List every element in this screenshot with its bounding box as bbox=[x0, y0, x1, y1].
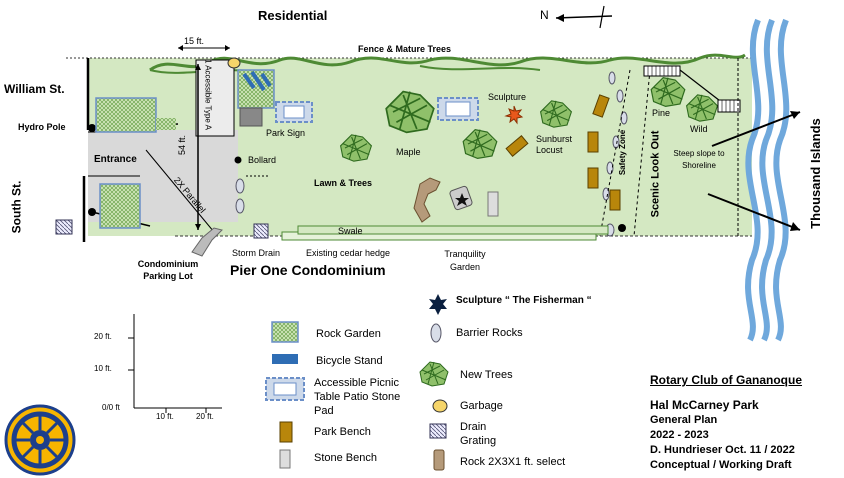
dimension-54ft: 54 ft. bbox=[177, 134, 188, 156]
wild-label: Wild bbox=[690, 124, 708, 134]
legend-bicycle-swatch bbox=[272, 354, 298, 364]
plan-status: Conceptual / Working Draft bbox=[650, 459, 792, 471]
residential-label: Residential bbox=[258, 8, 328, 23]
tranquility-garden-label: Tranquility Garden bbox=[444, 249, 486, 272]
condo-parking-label: Condominium Parking Lot bbox=[137, 259, 199, 281]
scale-x-10: 10 ft. bbox=[156, 412, 174, 421]
park-sign-label: Park Sign bbox=[266, 128, 306, 138]
legend-rock: Rock 2X3X1 ft. select bbox=[460, 456, 566, 468]
accessible-parking-label: 1 Accessible Type A bbox=[203, 58, 213, 130]
park-name: Hal McCarney Park bbox=[650, 398, 759, 412]
scale-origin: 0/0 ft bbox=[102, 403, 120, 412]
club-name: Rotary Club of Gananoque bbox=[650, 373, 803, 387]
legend-rock-garden-swatch bbox=[271, 321, 299, 343]
legend-garbage: Garbage bbox=[460, 400, 503, 412]
plan-type: General Plan bbox=[650, 414, 718, 426]
lawn-trees-label: Lawn & Trees bbox=[314, 178, 373, 188]
pine-label: Pine bbox=[652, 108, 671, 118]
legend-stone-bench: Stone Bench bbox=[314, 452, 377, 464]
dimension-15ft: 15 ft. bbox=[184, 36, 205, 46]
plan-years: 2022 - 2023 bbox=[650, 429, 709, 441]
garbage-can bbox=[227, 57, 241, 69]
steep-slope-label: Steep slope to Shoreline bbox=[673, 149, 725, 170]
pier-one-label: Pier One Condominium bbox=[230, 262, 386, 278]
sculpture-label: Sculpture bbox=[488, 92, 527, 102]
scale-y-10: 10 ft. bbox=[94, 364, 112, 373]
maple-label: Maple bbox=[396, 147, 421, 157]
scenic-lookout-label: Scenic Look Out bbox=[649, 130, 662, 218]
legend-barrier-rocks: Barrier Rocks bbox=[456, 327, 523, 339]
legend-fisherman: Sculpture “ The Fisherman “ bbox=[456, 295, 592, 306]
fence-label: Fence & Mature Trees bbox=[358, 44, 452, 54]
scale-x-20: 20 ft. bbox=[196, 412, 214, 421]
north-label: N bbox=[540, 8, 549, 22]
bollard-label: Bollard bbox=[248, 155, 277, 165]
legend-drain: Drain Grating bbox=[460, 421, 497, 447]
sunburst-locust-label: Sunburst Locust bbox=[536, 134, 573, 155]
south-st-label: South St. bbox=[9, 180, 24, 234]
william-st-label: William St. bbox=[4, 82, 65, 96]
scale-y-20: 20 ft. bbox=[94, 332, 112, 341]
swale-label: Swale bbox=[338, 226, 363, 236]
legend-picnic: Accessible Picnic Table Patio Stone Pad bbox=[314, 377, 401, 417]
thousand-islands-label: Thousand Islands bbox=[807, 118, 823, 229]
legend-rock-garden: Rock Garden bbox=[316, 328, 381, 340]
legend-bench: Park Bench bbox=[314, 426, 371, 438]
plan-author: D. Hundrieser Oct. 11 / 2022 bbox=[650, 444, 795, 456]
legend-new-trees: New Trees bbox=[460, 369, 513, 381]
legend-bicycle: Bicycle Stand bbox=[316, 355, 383, 367]
safety-zone-label: Safety Zone bbox=[618, 129, 628, 176]
hydro-pole-label: Hydro Pole bbox=[18, 122, 66, 132]
entrance-label: Entrance bbox=[94, 154, 137, 165]
entrance-area bbox=[88, 138, 146, 174]
rock-garden-north bbox=[95, 97, 157, 133]
cedar-hedge-label: Existing cedar hedge bbox=[306, 248, 391, 258]
rock-garden-south bbox=[99, 183, 141, 229]
storm-drain-label: Storm Drain bbox=[232, 248, 281, 258]
